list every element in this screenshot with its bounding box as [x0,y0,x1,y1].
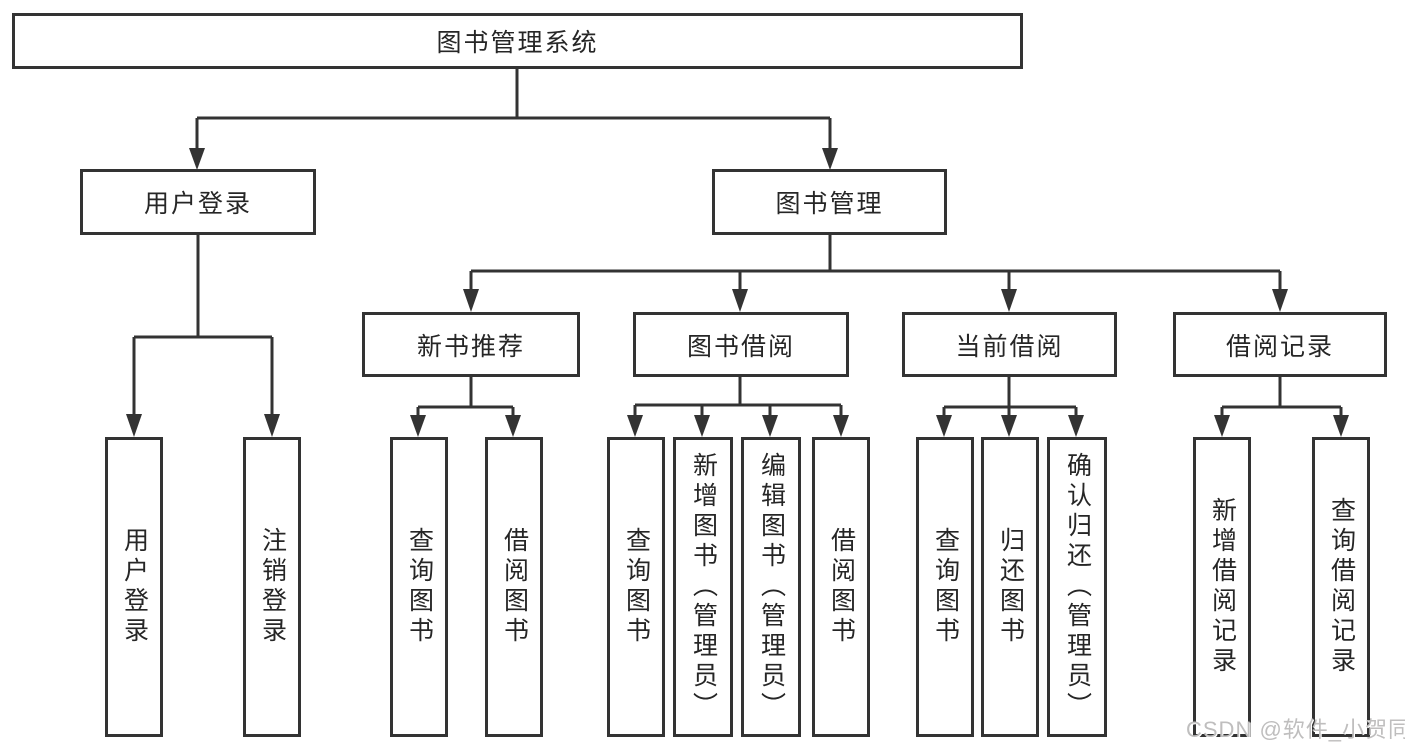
leaf-current-query-book-label: 查询图书 [931,527,960,647]
node-new-book-recommend: 新书推荐 [362,312,580,377]
leaf-current-confirm-return-admin-label: 确认归还（管理员） [1063,452,1092,722]
leaf-borrow-query-book-label: 查询图书 [622,527,651,647]
node-user-login: 用户登录 [80,169,316,235]
node-current-borrow: 当前借阅 [902,312,1117,377]
node-borrow-record: 借阅记录 [1173,312,1387,377]
leaf-user-login-label: 用户登录 [120,527,149,647]
leaf-current-return-book-label: 归还图书 [996,527,1025,647]
leaf-borrow-query-book: 查询图书 [607,437,665,737]
leaf-record-add-record: 新增借阅记录 [1193,437,1251,737]
csdn-watermark: CSDN @软件_小贺同学 [1186,717,1405,742]
node-root-label: 图书管理系统 [436,29,599,57]
leaf-recommend-query-book-label: 查询图书 [405,527,434,647]
leaf-record-query-record-label: 查询借阅记录 [1327,497,1356,677]
leaf-borrow-add-book-admin-label: 新增图书（管理员） [689,452,718,722]
leaf-borrow-borrow-book-label: 借阅图书 [827,527,856,647]
leaf-current-query-book: 查询图书 [916,437,974,737]
leaf-borrow-edit-book-admin: 编辑图书（管理员） [741,437,801,737]
leaf-current-return-book: 归还图书 [981,437,1039,737]
leaf-recommend-borrow-book: 借阅图书 [485,437,543,737]
node-new-book-recommend-label: 新书推荐 [416,332,525,361]
leaf-borrow-borrow-book: 借阅图书 [812,437,870,737]
leaf-user-login: 用户登录 [105,437,163,737]
node-book-management-label: 图书管理 [775,190,884,218]
node-user-login-label: 用户登录 [143,190,252,218]
leaf-recommend-borrow-book-label: 借阅图书 [500,527,529,647]
leaf-current-confirm-return-admin: 确认归还（管理员） [1047,437,1107,737]
node-borrow-record-label: 借阅记录 [1225,332,1334,361]
node-book-management: 图书管理 [712,169,947,235]
leaf-borrow-edit-book-admin-label: 编辑图书（管理员） [757,452,786,722]
arrowheads [126,148,1349,437]
node-root-system: 图书管理系统 [12,13,1023,69]
node-current-borrow-label: 当前借阅 [955,332,1064,361]
leaf-borrow-add-book-admin: 新增图书（管理员） [673,437,733,737]
leaf-logout: 注销登录 [243,437,301,737]
leaf-record-add-record-label: 新增借阅记录 [1208,497,1237,677]
leaf-logout-label: 注销登录 [258,527,287,647]
node-book-borrow: 图书借阅 [633,312,849,377]
leaf-record-query-record: 查询借阅记录 [1312,437,1370,737]
node-book-borrow-label: 图书借阅 [686,332,795,361]
leaf-recommend-query-book: 查询图书 [390,437,448,737]
